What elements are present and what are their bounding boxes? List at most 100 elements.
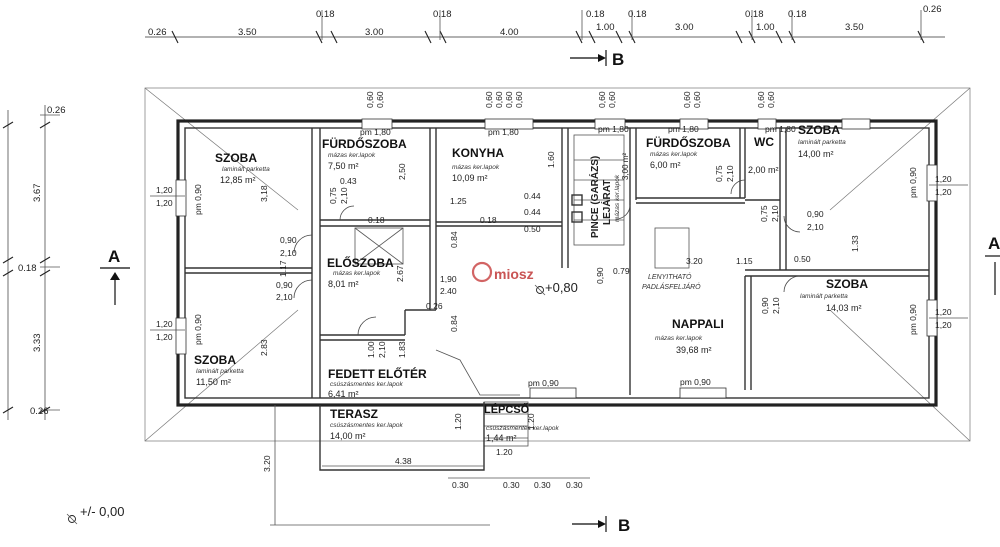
pm-label-8: pm 0,90 <box>908 167 918 198</box>
dim-top-6: 4.00 <box>500 27 519 38</box>
dim-030-b: 0.30 <box>503 480 520 490</box>
dim-top-15: 0.26 <box>923 4 942 15</box>
dim-050: 0.50 <box>524 224 541 234</box>
room-name: WC <box>754 135 774 149</box>
win-side-4b: 1,20 <box>935 320 952 330</box>
dim-240: 2.40 <box>440 286 457 296</box>
dim-044-a: 0.44 <box>524 191 541 201</box>
pm-label-11: pm 0,90 <box>680 377 711 387</box>
room-material: mázas ker.lapok <box>655 335 703 342</box>
room-area: 11,50 m² <box>196 377 231 387</box>
room-name: SZOBA <box>215 151 257 165</box>
dim-030-a: 0.30 <box>452 480 469 490</box>
dim-top-3: 0.18 <box>316 9 335 20</box>
section-markers: A A B B <box>100 50 1000 535</box>
level-markers: +/- 0,00 +0,80 <box>66 280 578 525</box>
room-material: mázas ker.lapok <box>614 174 621 222</box>
dim-084-b: 0.84 <box>449 315 459 332</box>
dim-320-b: 3.20 <box>262 455 272 472</box>
room-name: SZOBA <box>194 353 236 367</box>
win-label-3: 0,60 <box>484 91 494 108</box>
win-label-9: 0,60 <box>682 91 692 108</box>
dim-018-a: 0.18 <box>368 215 385 225</box>
terrace-outline <box>270 402 490 526</box>
win-label-10: 0,60 <box>692 91 702 108</box>
roof-outline <box>144 87 971 442</box>
pm-label-1: pm 1,80 <box>360 127 391 137</box>
dim-190: 1,90 <box>440 274 457 284</box>
room-szoba-4: SZOBA laminált parketta 14,03 m² <box>800 277 868 313</box>
dim-125: 1.25 <box>450 196 467 206</box>
level-floor: +0,80 <box>545 280 578 295</box>
win-label-6: 0,60 <box>514 91 524 108</box>
dim-top-12: 1.00 <box>756 22 775 33</box>
windows <box>175 118 938 399</box>
room-area: 12,85 m² <box>220 175 256 185</box>
room-lepcso: LÉPCSŐ csúszásmentes ker.lapok 1,44 m² <box>484 403 559 443</box>
room-material: laminált parketta <box>196 368 244 375</box>
room-material: laminált parketta <box>798 139 846 146</box>
dim-top-10: 3.00 <box>675 22 694 33</box>
room-name: NAPPALI <box>672 317 724 331</box>
dim-left-2: 3.67 <box>32 184 43 203</box>
room-eloszoba: ELŐSZOBA mázas ker.lapok 8,01 m² <box>327 255 394 289</box>
room-material: mázas ker.lapok <box>333 270 381 277</box>
section-a-right: A <box>988 234 1000 253</box>
room-material: mázas ker.lapok <box>452 164 500 171</box>
room-area: 2,00 m² <box>748 165 779 175</box>
side-window-dims: 1,20 1,20 1,20 1,20 1,20 1,20 1,20 1,20 <box>150 174 968 342</box>
dim-120-c: 1.20 <box>526 413 536 430</box>
dim-left-3: 0.18 <box>18 263 37 274</box>
dim-210-a: 2,10 <box>339 187 349 204</box>
dim-030-d: 0.30 <box>566 480 583 490</box>
dim-210-e: 2,10 <box>807 222 824 232</box>
dim-018-b: 0.18 <box>480 215 497 225</box>
dim-top-5: 0.18 <box>433 9 452 20</box>
room-area: 6,00 m² <box>650 160 681 170</box>
dim-183: 1.83 <box>397 341 407 358</box>
room-wc: WC 2,00 m² <box>748 135 779 175</box>
pm-label-3: pm 1,80 <box>598 124 629 134</box>
top-dimension-chain: 0.26 3.50 0.18 3.00 0.18 4.00 0.18 1.00 … <box>145 4 945 44</box>
win-label-8: 0,60 <box>607 91 617 108</box>
room-furdoszoba-2: FÜRDŐSZOBA mázas ker.lapok 6,00 m² <box>646 135 731 170</box>
section-b-top: B <box>612 50 624 69</box>
room-name: SZOBA <box>826 277 868 291</box>
pm-label-9: pm 0,90 <box>908 304 918 335</box>
note-line-2: PADLÁSFELJÁRÓ <box>642 282 701 291</box>
section-a-left: A <box>108 247 120 266</box>
dim-top-7: 0.18 <box>586 9 605 20</box>
dim-top-1: 0.26 <box>148 27 167 38</box>
room-name: ELŐSZOBA <box>327 255 394 270</box>
win-side-4a: 1,20 <box>935 307 952 317</box>
room-area: 14,00 m² <box>330 431 366 441</box>
pm-label-10: pm 0,90 <box>528 378 559 388</box>
room-material: laminált parketta <box>222 166 270 173</box>
note-line-1: LENYITHATÓ <box>648 272 692 281</box>
dim-084-a: 0.84 <box>449 231 459 248</box>
room-area: 39,68 m² <box>676 345 712 355</box>
dim-438: 4.38 <box>395 456 412 466</box>
room-furdoszoba-1: FÜRDŐSZOBA mázas ker.lapok 7,50 m² <box>322 136 407 171</box>
dim-133: 1.33 <box>850 235 860 252</box>
room-name: FÜRDŐSZOBA <box>646 135 731 150</box>
dim-250: 2,50 <box>397 163 407 180</box>
dim-left-5: 0.26 <box>30 406 49 417</box>
dim-left-4: 3.33 <box>32 334 43 353</box>
dim-090-e: 0,90 <box>595 267 605 284</box>
room-name: SZOBA <box>798 123 840 137</box>
window-labels: 0,60 0,60 0,60 0,60 0,60 0,60 0,60 0,60 … <box>365 91 776 108</box>
room-area: 1,44 m² <box>486 433 517 443</box>
dim-267: 2.67 <box>395 265 405 282</box>
room-fedett-eloter: FEDETT ELŐTÉR csúszásmentes ker.lapok 6,… <box>328 366 427 399</box>
room-material: csúszásmentes ker.lapok <box>486 425 559 432</box>
win-side-3b: 1,20 <box>935 187 952 197</box>
section-b-bottom: B <box>618 516 630 535</box>
pm-label-7: pm 0,90 <box>193 314 203 345</box>
dim-120-b: 1.20 <box>453 413 463 430</box>
win-side-1a: 1,20 <box>156 185 173 195</box>
room-name: TERASZ <box>330 407 378 421</box>
win-side-2a: 1,20 <box>156 319 173 329</box>
dim-210-c: 2,10 <box>280 248 297 258</box>
